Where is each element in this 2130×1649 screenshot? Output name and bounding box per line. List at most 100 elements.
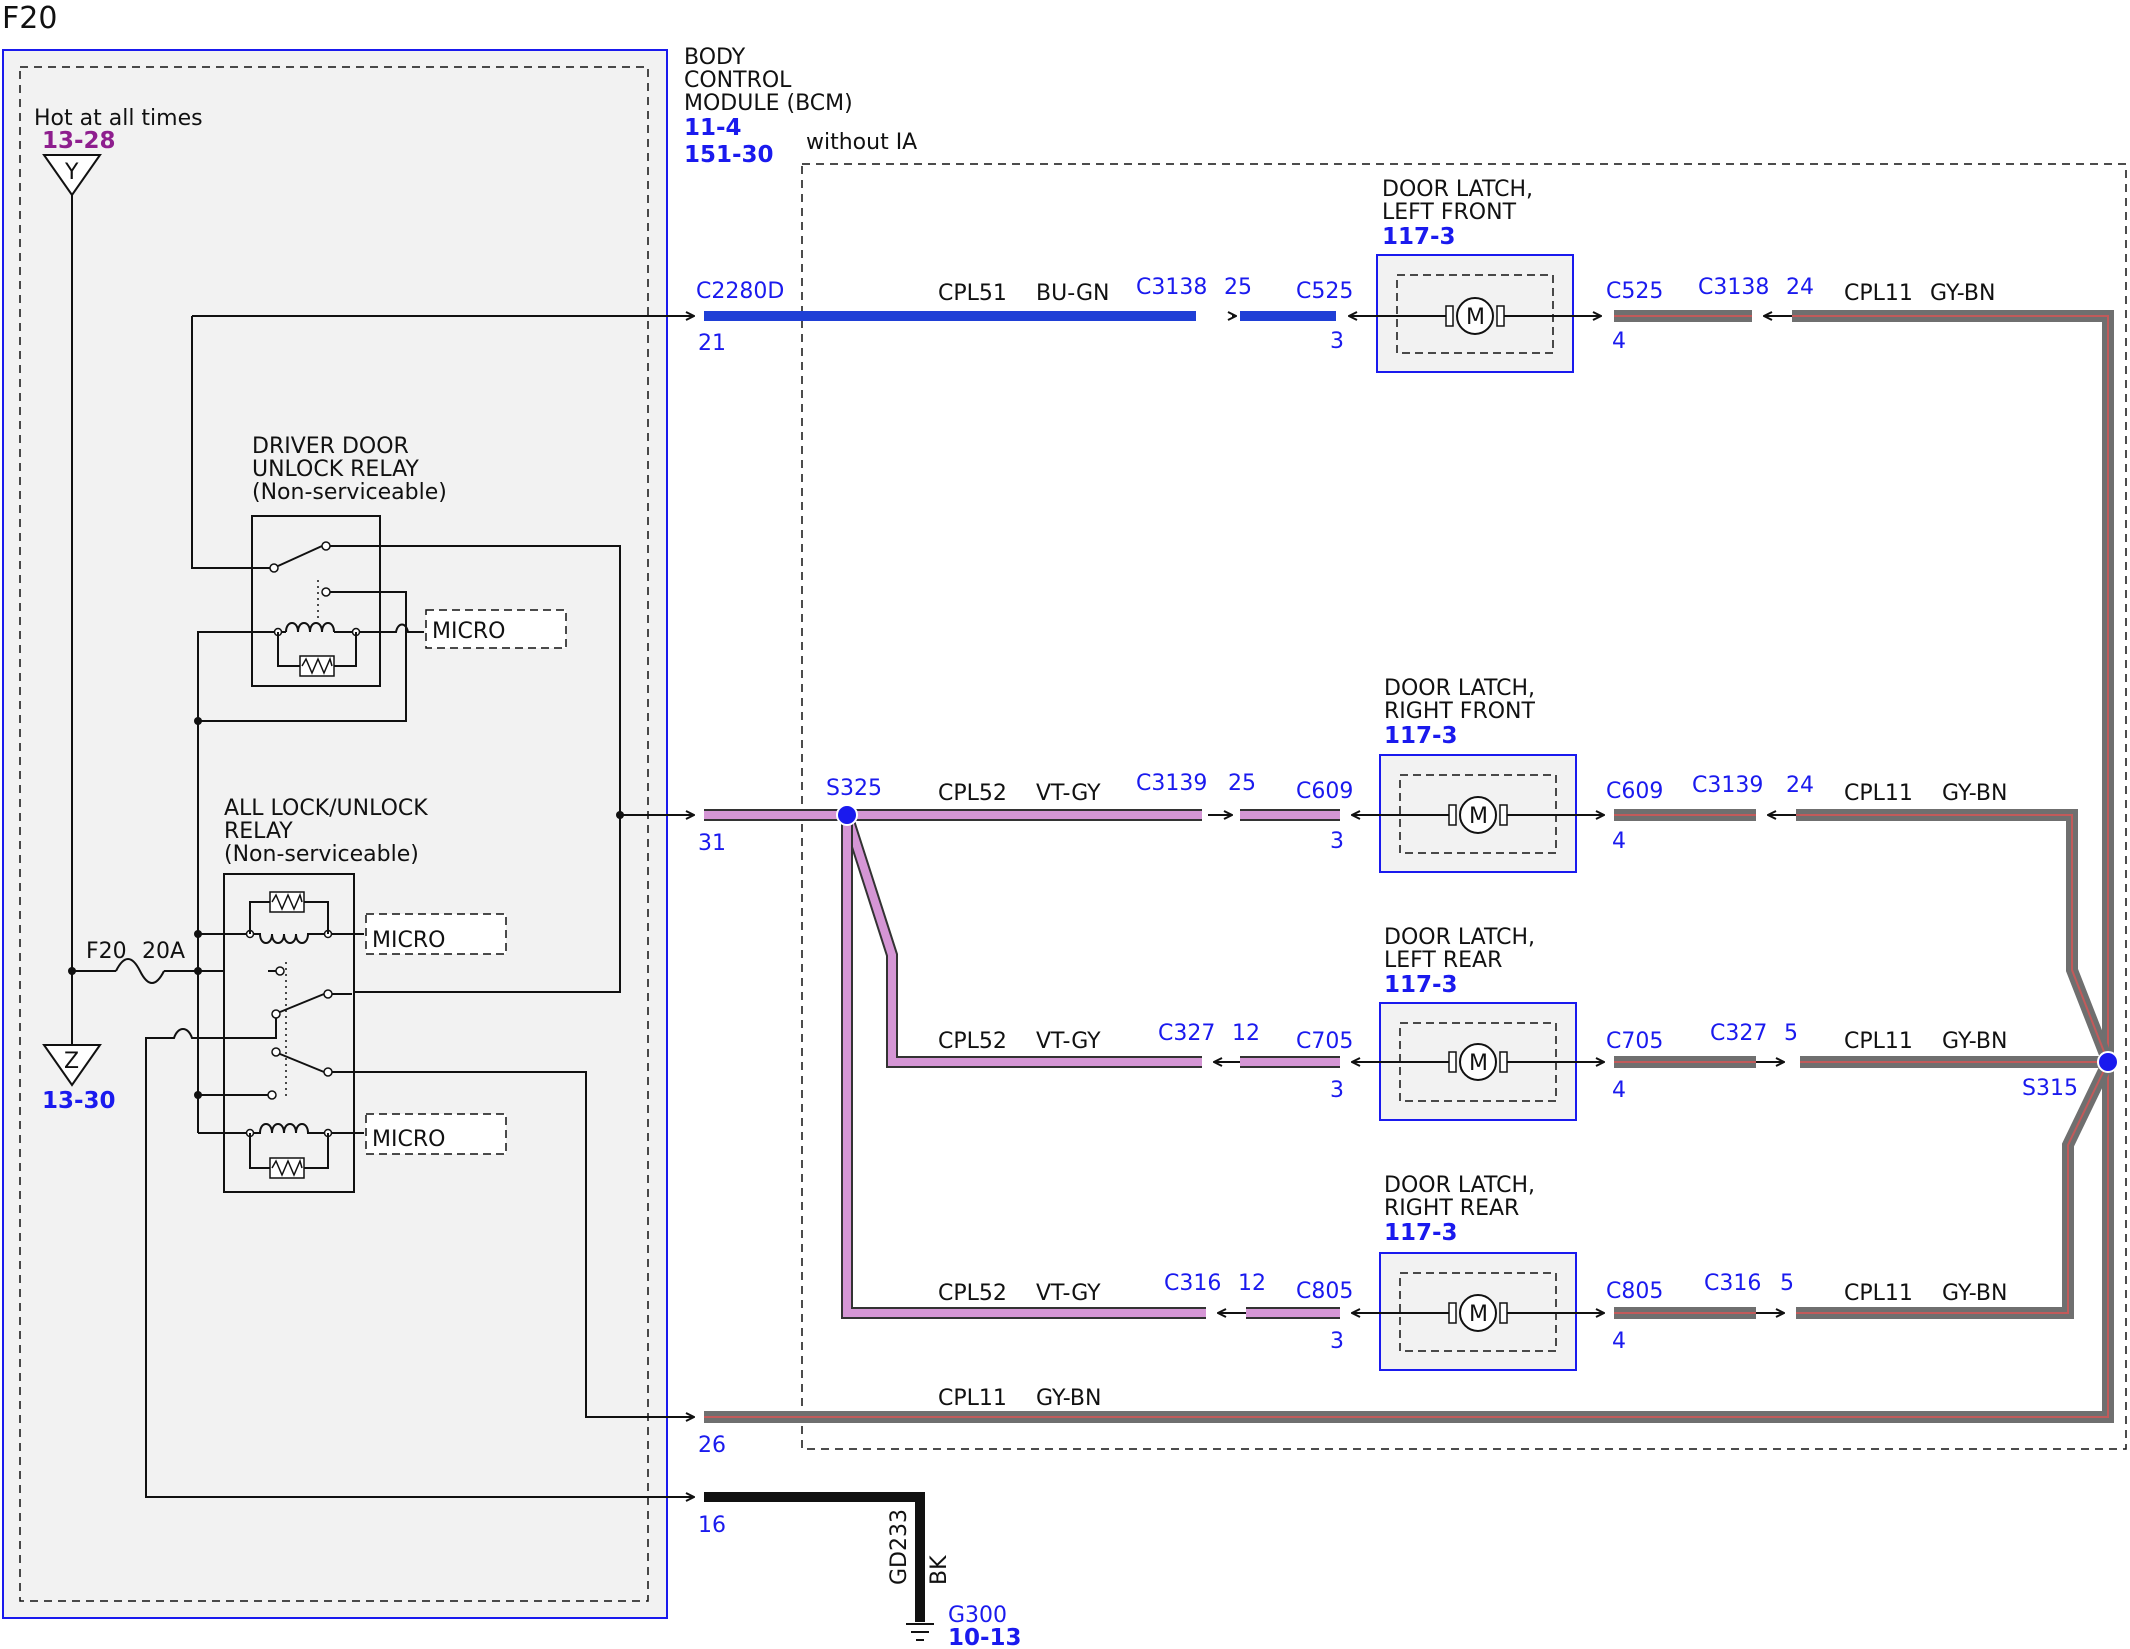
- all-relay-contact: [271, 1047, 281, 1057]
- latch-left-conn[interactable]: C525: [1296, 279, 1353, 304]
- motor-brush: [1448, 804, 1457, 826]
- out-circuit: CPL11: [1844, 1281, 1913, 1306]
- out-inline[interactable]: C3139: [1692, 773, 1763, 798]
- motor-icon: [1459, 796, 1497, 834]
- motor-label: M: [1469, 1302, 1488, 1327]
- hot-ref[interactable]: 13-28: [42, 128, 116, 154]
- latch-left-conn[interactable]: C705: [1296, 1029, 1353, 1054]
- out-inline-pin: 5: [1784, 1021, 1798, 1046]
- out-inline[interactable]: C327: [1710, 1021, 1767, 1046]
- latch-ref[interactable]: 117-3: [1384, 1220, 1458, 1246]
- bcm-ref-1[interactable]: 11-4: [684, 115, 742, 141]
- in-inline-pin: 25: [1228, 771, 1256, 796]
- latch-title-2: RIGHT FRONT: [1384, 699, 1536, 724]
- all-relay-title-3: (Non-serviceable): [224, 842, 419, 867]
- all-relay-lower-coil: [254, 1123, 324, 1134]
- pin-z-label: Z: [64, 1049, 79, 1074]
- in-inline-pin: 25: [1224, 275, 1252, 300]
- motor-brush: [1448, 1302, 1457, 1324]
- in-inline[interactable]: C3139: [1136, 771, 1207, 796]
- bcm-pin-31: 31: [698, 831, 726, 856]
- motor-brush: [1445, 305, 1454, 327]
- resistor-zigzag: [301, 656, 333, 675]
- fuse-name: F20: [86, 939, 127, 964]
- latch-left-pin: 3: [1330, 1078, 1344, 1103]
- without-ia-label: without IA: [806, 130, 917, 155]
- latch-left-conn[interactable]: C805: [1296, 1279, 1353, 1304]
- motor-brush: [1499, 1302, 1508, 1324]
- all-lower-micro-label: MICRO: [372, 1127, 445, 1152]
- splice-s325-label[interactable]: S325: [826, 776, 882, 801]
- without-ia-region: [801, 163, 2127, 1450]
- latch-ref[interactable]: 117-3: [1384, 723, 1458, 749]
- out-inline-pin: 24: [1786, 275, 1814, 300]
- motor-label: M: [1469, 804, 1488, 829]
- all-upper-micro-box: [365, 913, 507, 955]
- junction-dot: [194, 967, 202, 975]
- motor-label: M: [1469, 1051, 1488, 1076]
- out-inline-pin: 24: [1786, 773, 1814, 798]
- motor-label: M: [1466, 305, 1485, 330]
- all-relay-contact: [271, 1009, 281, 1019]
- latch-ref[interactable]: 117-3: [1384, 972, 1458, 998]
- hot-label: Hot at all times: [34, 106, 203, 131]
- out-circuit: CPL11: [1844, 1029, 1913, 1054]
- all-relay-upper-resistor-loop: [249, 901, 329, 934]
- ground-name[interactable]: G300: [948, 1603, 1007, 1628]
- wire-cpl52-vt-gy: [704, 809, 1340, 1319]
- in-circuit: CPL51: [938, 281, 1007, 306]
- out-inline[interactable]: C3138: [1698, 275, 1769, 300]
- ground-ref[interactable]: 10-13: [948, 1625, 1022, 1649]
- latch-right-conn[interactable]: C525: [1606, 279, 1663, 304]
- latch-right-conn[interactable]: C705: [1606, 1029, 1663, 1054]
- ground-circuit: GD233: [887, 1509, 912, 1585]
- out-color: GY-BN: [1942, 1281, 2007, 1306]
- in-circuit: CPL52: [938, 1029, 1007, 1054]
- bcm-connector-label[interactable]: C2280D: [696, 279, 784, 304]
- all-relay-common-wire: [145, 1018, 680, 1498]
- latch-left-pin: 3: [1330, 829, 1344, 854]
- latch-right-pin: 4: [1612, 329, 1626, 354]
- out-color: GY-BN: [1930, 281, 1995, 306]
- driver-micro-box: [425, 609, 567, 649]
- driver-relay-resistor-loop: [277, 632, 357, 667]
- latch-inner: [1396, 274, 1554, 354]
- splice-s315-label[interactable]: S315: [2022, 1076, 2078, 1101]
- return-circuit: CPL11: [938, 1386, 1007, 1411]
- all-relay-box: [223, 873, 355, 1193]
- latch-title-1: DOOR LATCH,: [1384, 925, 1535, 950]
- in-inline[interactable]: C316: [1164, 1271, 1221, 1296]
- fuse-symbol: [115, 958, 165, 984]
- bcm-pin-21: 21: [698, 331, 726, 356]
- driver-relay-common-wire: [191, 316, 270, 569]
- all-relay-upper-arm: [279, 993, 325, 1013]
- latch-right-pin: 4: [1612, 1078, 1626, 1103]
- out-color: GY-BN: [1942, 781, 2007, 806]
- all-lower-micro-box: [365, 1113, 507, 1155]
- in-inline-pin: 12: [1238, 1271, 1266, 1296]
- out-inline-pin: 5: [1780, 1271, 1794, 1296]
- latch-right-pin: 4: [1612, 1329, 1626, 1354]
- latch-title-1: DOOR LATCH,: [1384, 676, 1535, 701]
- driver-relay-no-contact: [321, 587, 331, 597]
- in-inline[interactable]: C3138: [1136, 275, 1207, 300]
- latch-left-pin: 3: [1330, 329, 1344, 354]
- pin-y-label: Y: [64, 160, 79, 185]
- latch-left-conn[interactable]: C609: [1296, 779, 1353, 804]
- door-latch-right-front: DOOR LATCH, RIGHT FRONT 117-3 M C609 3 C…: [938, 676, 2007, 873]
- motor-icon: [1459, 1294, 1497, 1332]
- pin-z-ref[interactable]: 13-30: [42, 1088, 116, 1114]
- driver-relay-title-3: (Non-serviceable): [252, 480, 447, 505]
- ground-color: BK: [927, 1555, 952, 1585]
- out-inline[interactable]: C316: [1704, 1271, 1761, 1296]
- bcm-title-1: BODY: [684, 45, 746, 70]
- all-relay-lower-resistor-loop: [249, 1133, 329, 1169]
- latch-right-conn[interactable]: C609: [1606, 779, 1663, 804]
- all-relay-contact: [267, 1090, 277, 1100]
- latch-right-conn[interactable]: C805: [1606, 1279, 1663, 1304]
- latch-ref[interactable]: 117-3: [1382, 224, 1456, 250]
- door-latch-right-rear: DOOR LATCH, RIGHT REAR 117-3 M C805 3 C8…: [938, 1173, 2007, 1371]
- in-inline[interactable]: C327: [1158, 1021, 1215, 1046]
- bcm-ref-2[interactable]: 151-30: [684, 142, 774, 168]
- driver-relay-resistor: [299, 655, 335, 677]
